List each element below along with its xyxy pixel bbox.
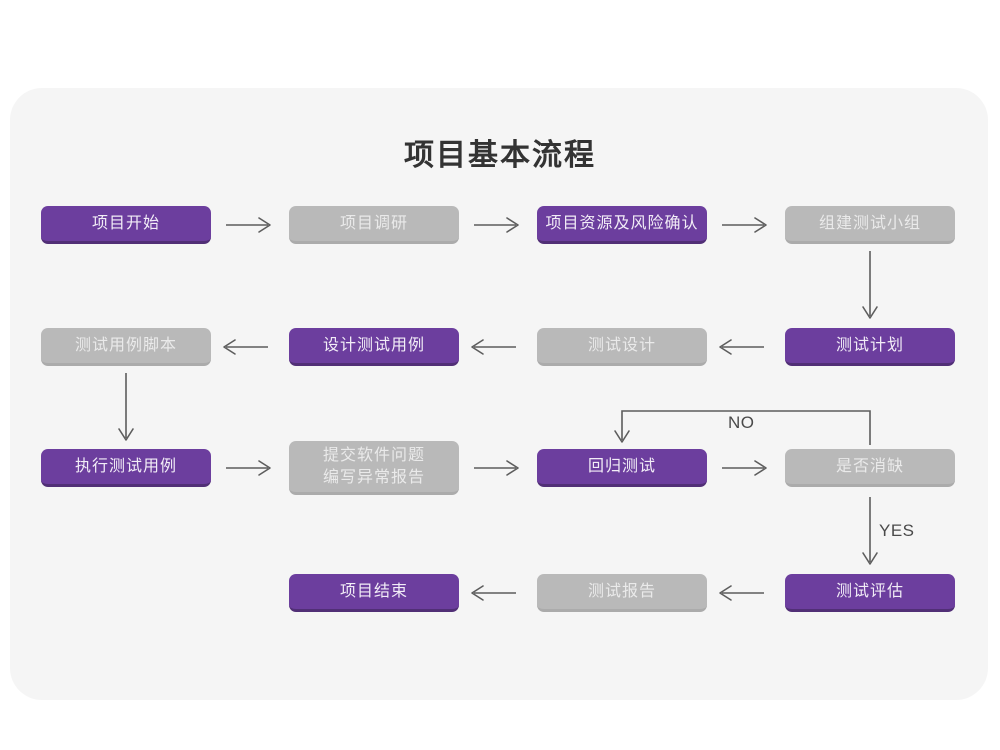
node-test-evaluation[interactable]: 测试评估 bbox=[785, 574, 955, 612]
edge-label-no: NO bbox=[728, 413, 755, 432]
node-label: 项目资源及风险确认 bbox=[545, 214, 699, 232]
node-testcase-script[interactable]: 测试用例脚本 bbox=[41, 328, 211, 366]
node-test-report[interactable]: 测试报告 bbox=[537, 574, 707, 612]
node-test-design[interactable]: 测试设计 bbox=[537, 328, 707, 366]
node-label: 回归测试 bbox=[587, 457, 656, 475]
node-label: 执行测试用例 bbox=[74, 457, 177, 475]
node-label: 测试设计 bbox=[587, 336, 656, 354]
node-submit-issue-report[interactable]: 提交软件问题 编写异常报告 bbox=[289, 441, 459, 495]
node-label: 项目结束 bbox=[339, 582, 408, 600]
node-label: 提交软件问题 编写异常报告 bbox=[322, 446, 425, 486]
node-label: 测试评估 bbox=[835, 582, 904, 600]
node-project-start[interactable]: 项目开始 bbox=[41, 206, 211, 244]
node-label: 项目开始 bbox=[91, 214, 160, 232]
node-project-research[interactable]: 项目调研 bbox=[289, 206, 459, 244]
node-resource-risk-confirm[interactable]: 项目资源及风险确认 bbox=[537, 206, 707, 244]
node-label: 测试用例脚本 bbox=[74, 336, 177, 354]
node-form-test-team[interactable]: 组建测试小组 bbox=[785, 206, 955, 244]
node-regression-test[interactable]: 回归测试 bbox=[537, 449, 707, 487]
node-label: 测试报告 bbox=[587, 582, 656, 600]
node-design-testcase[interactable]: 设计测试用例 bbox=[289, 328, 459, 366]
node-execute-testcase[interactable]: 执行测试用例 bbox=[41, 449, 211, 487]
node-defect-cleared-decision[interactable]: 是否消缺 bbox=[785, 449, 955, 487]
page-title: 项目基本流程 bbox=[404, 139, 596, 172]
node-label: 设计测试用例 bbox=[322, 336, 425, 354]
node-label: 测试计划 bbox=[835, 336, 904, 354]
node-label: 组建测试小组 bbox=[818, 214, 921, 232]
edge-label-yes: YES bbox=[879, 521, 915, 540]
node-project-end[interactable]: 项目结束 bbox=[289, 574, 459, 612]
node-label: 是否消缺 bbox=[835, 457, 904, 475]
node-test-plan[interactable]: 测试计划 bbox=[785, 328, 955, 366]
node-label: 项目调研 bbox=[339, 214, 408, 232]
